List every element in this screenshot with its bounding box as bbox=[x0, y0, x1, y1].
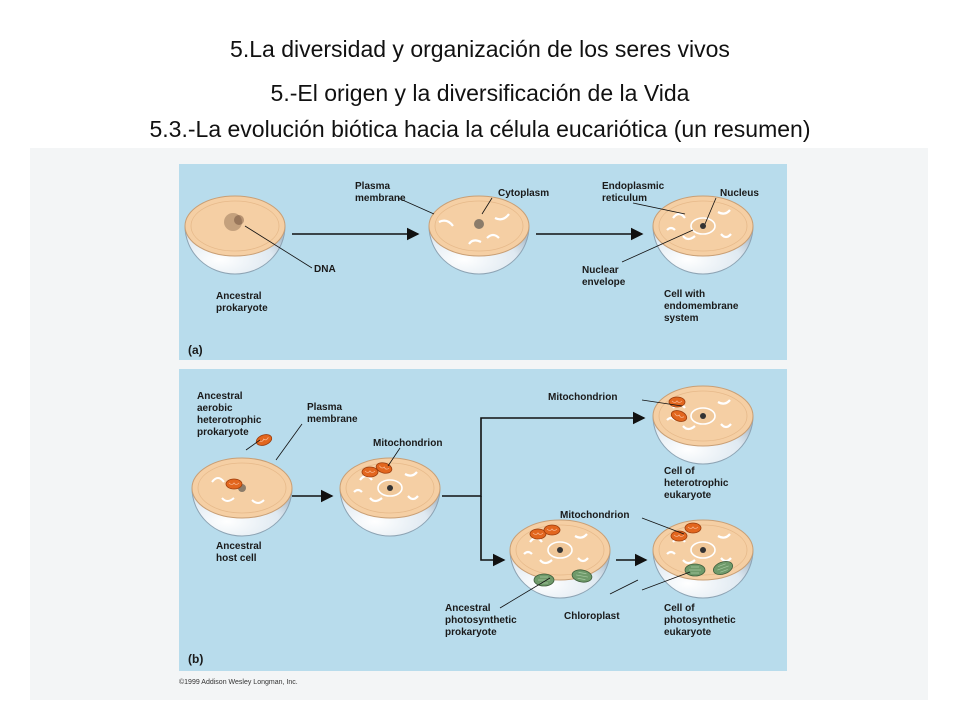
label-nuclear-envelope-2: envelope bbox=[582, 277, 626, 288]
label-mitochondrion-top: Mitochondrion bbox=[548, 392, 617, 403]
label-aerobic-3: heterotrophic bbox=[197, 415, 262, 426]
label-photo-euk-1: Cell of bbox=[664, 603, 695, 614]
evolution-figure: DNA Ancestral prokaryote Plasma membrane… bbox=[30, 148, 928, 700]
panel-b: Ancestral aerobic heterotrophic prokaryo… bbox=[179, 369, 787, 671]
slide-title-line-2: 5.-El origen y la diversificación de la … bbox=[270, 80, 690, 106]
label-nucleus: Nucleus bbox=[720, 188, 759, 199]
label-plasma-membrane-a-2: membrane bbox=[355, 193, 406, 204]
label-er-2: reticulum bbox=[602, 193, 647, 204]
label-ancestral-prokaryote-1: Ancestral bbox=[216, 291, 262, 302]
label-hetero-1: Cell of bbox=[664, 466, 695, 477]
arrow-b-lower-branch bbox=[480, 496, 506, 567]
slide-title-line-1: 5.La diversidad y organización de los se… bbox=[230, 36, 730, 62]
label-nuclear-envelope-1: Nuclear bbox=[582, 265, 619, 276]
label-mitochondrion-mid: Mitochondrion bbox=[373, 438, 442, 449]
ancestral-prokaryote-cell bbox=[184, 195, 286, 275]
label-hetero-3: eukaryote bbox=[664, 490, 712, 501]
label-plasma-membrane-a-1: Plasma bbox=[355, 181, 390, 192]
label-photo-prok-1: Ancestral bbox=[445, 603, 491, 614]
ancestral-host-cell bbox=[191, 432, 293, 537]
copyright-text: ©1999 Addison Wesley Longman, Inc. bbox=[179, 678, 298, 686]
label-mitochondrion-low: Mitochondrion bbox=[560, 510, 629, 521]
panel-a-leader-lines bbox=[244, 197, 717, 269]
label-photo-euk-2: photosynthetic bbox=[664, 615, 736, 626]
label-hetero-2: heterotrophic bbox=[664, 478, 729, 489]
label-ancestral-prokaryote-2: prokaryote bbox=[216, 303, 268, 314]
label-dna: DNA bbox=[314, 264, 336, 275]
label-photo-prok-2: photosynthetic bbox=[445, 615, 517, 626]
panel-b-tag: (b) bbox=[188, 652, 203, 666]
panel-a: DNA Ancestral prokaryote Plasma membrane… bbox=[179, 164, 787, 360]
label-aerobic-4: prokaryote bbox=[197, 427, 249, 438]
label-host-1: Ancestral bbox=[216, 541, 262, 552]
label-cell-endo-2: endomembrane bbox=[664, 301, 739, 312]
panel-a-tag: (a) bbox=[188, 343, 203, 357]
label-chloroplast: Chloroplast bbox=[564, 611, 620, 622]
label-aerobic-2: aerobic bbox=[197, 403, 233, 414]
label-host-2: host cell bbox=[216, 553, 257, 564]
label-plasma-membrane-b-1: Plasma bbox=[307, 402, 342, 413]
label-plasma-membrane-b-2: membrane bbox=[307, 414, 358, 425]
label-cytoplasm: Cytoplasm bbox=[498, 188, 549, 199]
label-cell-endo-3: system bbox=[664, 313, 699, 324]
membrane-infolding-cell bbox=[428, 195, 530, 275]
label-aerobic-1: Ancestral bbox=[197, 391, 243, 402]
arrow-b-upper-branch bbox=[442, 411, 646, 497]
panel-b-leader-lines bbox=[245, 399, 691, 609]
label-cell-endo-1: Cell with bbox=[664, 289, 705, 300]
label-photo-euk-3: eukaryote bbox=[664, 627, 712, 638]
slide-title-line-3: 5.3.-La evolución biótica hacia la célul… bbox=[149, 116, 811, 142]
label-er-1: Endoplasmic bbox=[602, 181, 665, 192]
label-photo-prok-3: prokaryote bbox=[445, 627, 497, 638]
